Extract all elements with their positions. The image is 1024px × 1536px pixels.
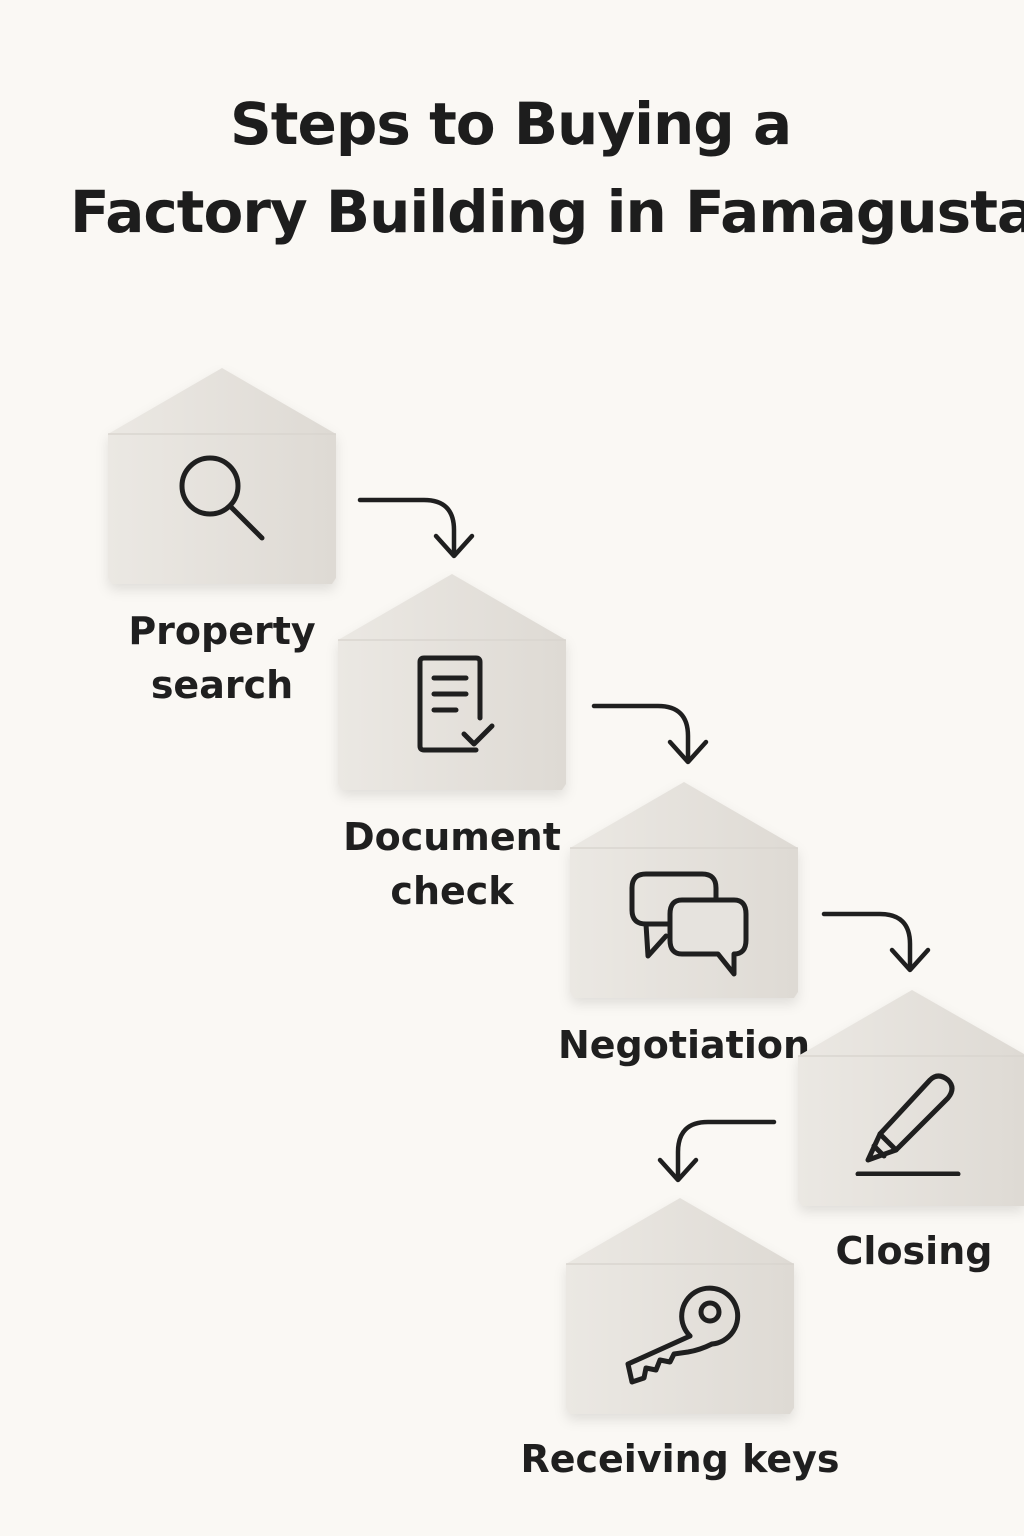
arrow-4	[650, 1112, 780, 1192]
step-label-closing: Closing	[814, 1224, 1014, 1278]
step-label-line1: Receiving keys	[520, 1437, 840, 1481]
step-property-search	[106, 366, 338, 586]
house-block	[106, 366, 338, 586]
house-block	[564, 1196, 796, 1416]
pen-icon	[852, 1072, 964, 1176]
key-icon	[620, 1282, 744, 1392]
diagram-title: Steps to Buying a Factory Building in Fa…	[0, 0, 1024, 260]
arrow-3	[818, 902, 948, 982]
title-line-1: Steps to Buying a	[230, 90, 792, 158]
arrow-2	[588, 694, 718, 774]
step-negotiation	[568, 780, 800, 1000]
step-document-check	[336, 572, 568, 792]
step-label-line1: Property	[128, 609, 316, 653]
step-label-document-check: Document check	[336, 810, 568, 918]
step-label-property-search: Property search	[106, 604, 338, 712]
title-line-2: Factory Building in Famagusta	[70, 178, 1024, 246]
search-icon	[172, 448, 272, 548]
step-label-receiving-keys: Receiving keys	[500, 1432, 860, 1486]
step-label-line2: check	[390, 869, 514, 913]
step-label-negotiation: Negotiation	[548, 1018, 820, 1072]
house-block	[336, 572, 568, 792]
document-check-icon	[402, 654, 502, 754]
step-label-line1: Closing	[835, 1229, 993, 1273]
step-label-line1: Negotiation	[557, 1023, 811, 1067]
arrow-1	[354, 488, 484, 568]
step-label-line2: search	[150, 663, 294, 707]
step-receiving-keys	[564, 1196, 796, 1416]
step-label-line1: Document	[343, 815, 561, 859]
chat-bubbles-icon	[626, 870, 750, 980]
step-closing	[796, 988, 1024, 1208]
